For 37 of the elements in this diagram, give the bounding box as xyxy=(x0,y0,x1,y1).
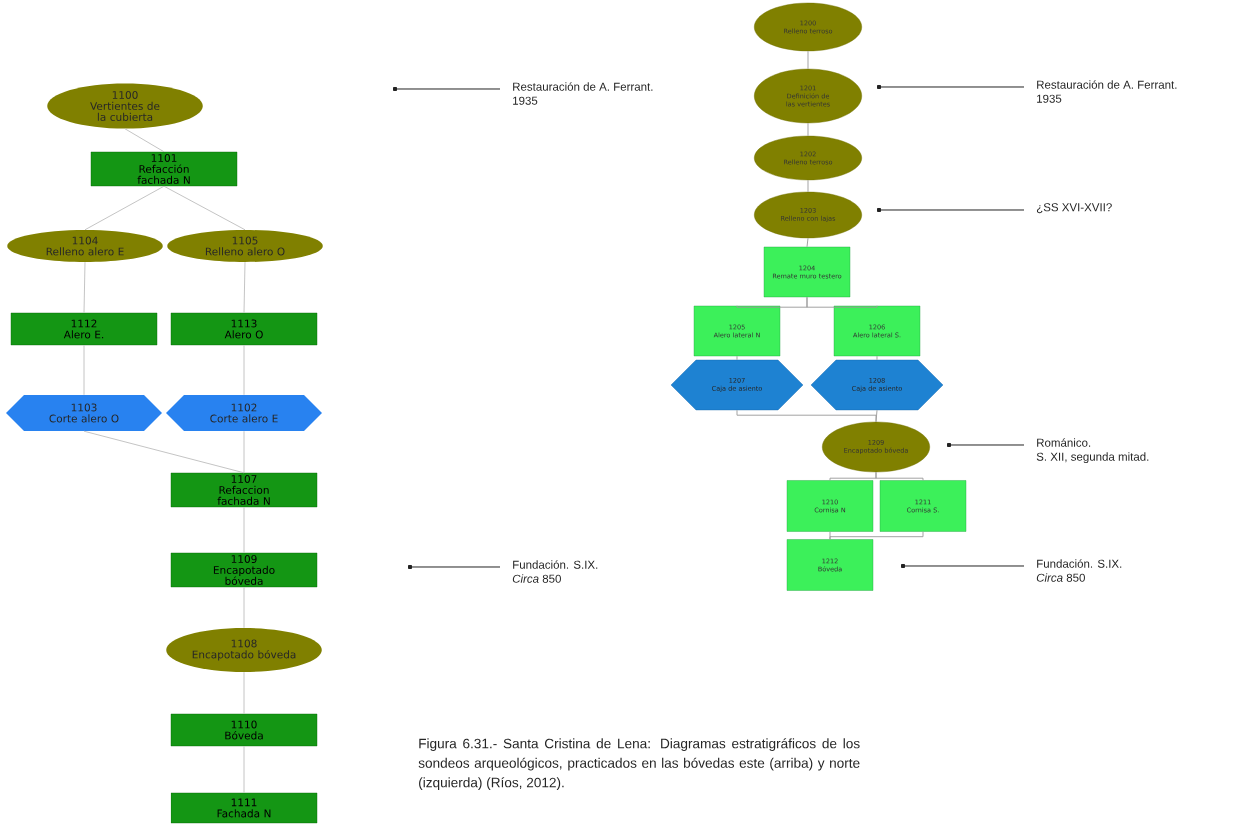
connector-line xyxy=(124,128,165,153)
stratigraphic-unit-box: 1113 Alero O xyxy=(170,312,318,346)
leader-line xyxy=(877,85,1025,89)
leader-line xyxy=(877,208,1025,212)
connector-line xyxy=(736,409,877,423)
stratigraphic-unit-box: 1101 Refacción fachada N xyxy=(90,151,238,187)
leader-line xyxy=(947,443,1025,447)
connector-line xyxy=(875,409,878,423)
stratigraphic-unit-box: 1109 Encapotado bóveda xyxy=(170,552,318,588)
connector-line xyxy=(875,471,924,481)
figure-caption: Figura 6.31.- Santa Cristina de Lena: Diagramas estratigráficos de los sondeos arqueológicos, practicados en las bóvedas este (arriba) y norte (izquierda) (Ríos, 2012). xyxy=(418,738,860,791)
connector-line xyxy=(243,261,246,314)
connector-line xyxy=(84,185,165,231)
annotation-text: Románico. S. XII, segunda mitad. xyxy=(1036,438,1149,464)
connector-line xyxy=(807,179,809,193)
connector-line xyxy=(806,296,878,308)
annotation-text: Restauración de A. Ferrant. 1935 xyxy=(513,82,653,105)
connector-line xyxy=(163,185,246,231)
leader-line xyxy=(393,87,501,91)
connector-line xyxy=(83,430,245,474)
connector-line xyxy=(829,531,924,540)
stratigraphic-cut-hexagon: 1103 Corte alero O xyxy=(6,395,162,431)
connector-line xyxy=(806,237,809,248)
connector-line xyxy=(807,50,809,70)
annotation-text: Restauración de A. Ferrant. 1935 xyxy=(1037,80,1177,103)
stratigraphic-unit-box: 1111 Fachada N xyxy=(170,792,318,824)
connector-line xyxy=(83,261,86,314)
stratigraphic-unit-box: 1107 Refaccion fachada N xyxy=(170,472,318,508)
leader-line xyxy=(901,564,1025,568)
connector-line xyxy=(807,122,809,137)
annotation-text: ¿SS XVI-XVII? xyxy=(1036,203,1112,214)
stratigraphic-cut-hexagon: 1102 Corte alero E xyxy=(166,395,322,431)
stratigraphic-unit-box: 1110 Bóveda xyxy=(170,713,318,747)
stratigraphic-unit-box: 1112 Alero E. xyxy=(10,312,158,346)
annotation-text: Fundación. S.IX. Circa 850 xyxy=(512,560,598,583)
annotation-text: Fundación. S.IX. Circa 850 xyxy=(1036,559,1122,582)
leader-line xyxy=(408,565,501,569)
